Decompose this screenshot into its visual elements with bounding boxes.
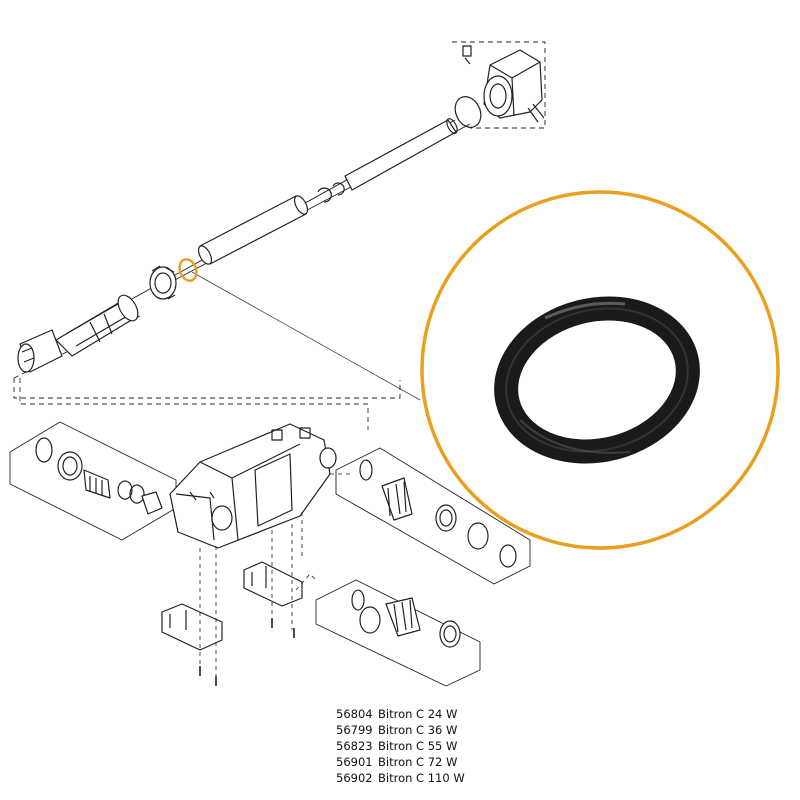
o-ring-closeup: [494, 296, 700, 464]
cap-o-ring: [454, 96, 482, 128]
housing-assembly: [9, 421, 531, 687]
dashed-connector: [19, 378, 369, 430]
threaded-nut: [149, 265, 177, 300]
right-lower-port-panel: [315, 579, 481, 687]
main-housing: [169, 423, 337, 549]
leader-line: [191, 271, 421, 401]
mounting-bracket-front: [161, 603, 223, 651]
uv-tube-assembly: [13, 41, 546, 399]
quartz-tube: [344, 118, 458, 191]
tube-clip: [317, 182, 345, 203]
lamp-holder: [55, 294, 139, 357]
right-upper-port-panel: [335, 447, 531, 585]
guide-lines: [199, 473, 350, 676]
mounting-bracket-back: [243, 561, 303, 607]
end-cap: [462, 45, 545, 123]
connector-plug: [17, 329, 63, 373]
zoom-circle: [420, 190, 780, 550]
uv-lamp: [197, 195, 309, 265]
highlighted-o-ring: [178, 258, 198, 282]
screws: [199, 618, 295, 686]
